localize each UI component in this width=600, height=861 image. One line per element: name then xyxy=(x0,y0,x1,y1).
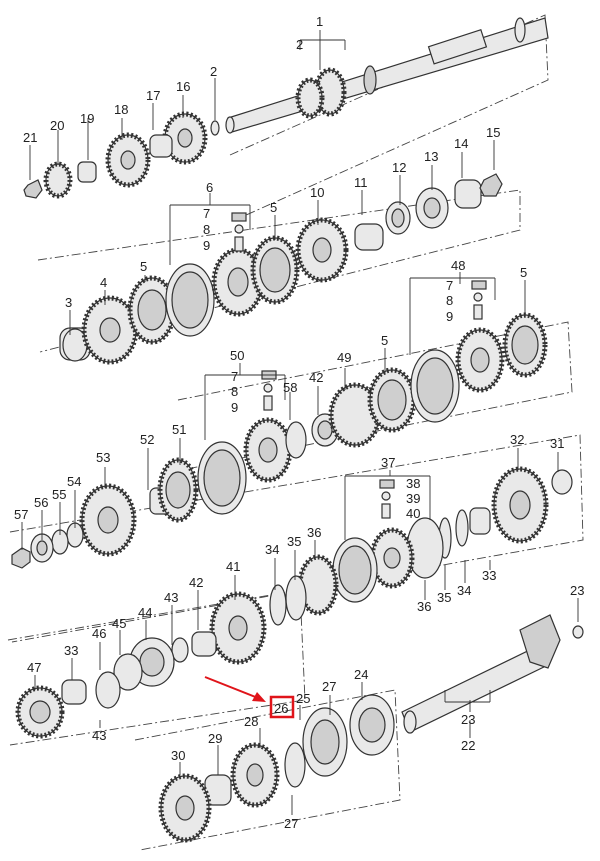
label-12: 12 xyxy=(392,160,406,175)
label-7a: 7 xyxy=(203,206,210,221)
label-6: 6 xyxy=(206,180,213,195)
label-37: 37 xyxy=(381,455,395,470)
part-labels: 1 2 2 16 17 18 19 20 21 6 7 8 9 5 10 11 … xyxy=(14,14,584,831)
label-54: 54 xyxy=(67,474,81,489)
group-frame-6 xyxy=(134,689,401,851)
label-10: 10 xyxy=(310,185,324,200)
label-5c: 5 xyxy=(520,265,527,280)
label-9a: 9 xyxy=(203,238,210,253)
label-5a: 5 xyxy=(270,200,277,215)
label-1: 1 xyxy=(316,14,323,29)
label-9c: 9 xyxy=(231,400,238,415)
label-21: 21 xyxy=(23,130,37,145)
highlight-callout xyxy=(204,676,295,719)
label-27a: 27 xyxy=(322,679,336,694)
label-28: 28 xyxy=(244,714,258,729)
label-24: 24 xyxy=(354,667,368,682)
label-36a: 36 xyxy=(417,599,431,614)
group-frame-3 xyxy=(177,321,573,471)
label-35a: 35 xyxy=(437,590,451,605)
label-38: 38 xyxy=(406,476,420,491)
label-44: 44 xyxy=(138,605,152,620)
label-29: 29 xyxy=(208,731,222,746)
label-4: 4 xyxy=(100,275,107,290)
label-22: 22 xyxy=(461,738,475,753)
label-3: 3 xyxy=(65,295,72,310)
group-frame-5 xyxy=(7,589,306,746)
label-30: 30 xyxy=(171,748,185,763)
label-19: 19 xyxy=(80,111,94,126)
input-shaft xyxy=(225,17,549,134)
label-8a: 8 xyxy=(203,222,210,237)
label-42b: 42 xyxy=(189,575,203,590)
label-46: 46 xyxy=(92,626,106,641)
group-frame-2 xyxy=(37,189,521,353)
label-39: 39 xyxy=(406,491,420,506)
label-57: 57 xyxy=(14,507,28,522)
label-26-highlighted: 26 xyxy=(274,701,288,716)
label-5b: 5 xyxy=(140,259,147,274)
label-47: 47 xyxy=(27,660,41,675)
label-8b: 8 xyxy=(446,293,453,308)
label-40: 40 xyxy=(406,506,420,521)
output-shaft xyxy=(401,614,584,734)
label-7c: 7 xyxy=(231,369,238,384)
label-16: 16 xyxy=(176,79,190,94)
label-33a: 33 xyxy=(482,568,496,583)
label-41: 41 xyxy=(226,559,240,574)
label-35b: 35 xyxy=(287,534,301,549)
label-42a: 42 xyxy=(309,370,323,385)
label-49: 49 xyxy=(337,350,351,365)
label-31: 31 xyxy=(550,436,564,451)
row2-parts xyxy=(59,173,503,365)
label-20: 20 xyxy=(50,118,64,133)
label-11: 11 xyxy=(354,175,368,190)
row3-left-parts xyxy=(11,483,137,569)
label-13: 13 xyxy=(424,149,438,164)
label-23a: 23 xyxy=(570,583,584,598)
label-52: 52 xyxy=(140,432,154,447)
label-48: 48 xyxy=(451,258,465,273)
label-45: 45 xyxy=(112,616,126,631)
label-53: 53 xyxy=(96,450,110,465)
row5-parts xyxy=(158,694,395,843)
highlight-box xyxy=(269,695,295,719)
label-2b: 2 xyxy=(210,64,217,79)
label-43b: 43 xyxy=(92,728,106,743)
label-9b: 9 xyxy=(446,309,453,324)
label-34b: 34 xyxy=(265,542,279,557)
leader-lines xyxy=(21,30,579,815)
label-43a: 43 xyxy=(164,590,178,605)
label-17: 17 xyxy=(146,88,160,103)
label-8c: 8 xyxy=(231,384,238,399)
label-33b: 33 xyxy=(64,643,78,658)
label-5d: 5 xyxy=(381,333,388,348)
label-18: 18 xyxy=(114,102,128,117)
label-23b: 23 xyxy=(461,712,475,727)
row3-parts xyxy=(149,280,548,523)
label-15: 15 xyxy=(486,125,500,140)
highlight-arrow xyxy=(204,676,259,699)
label-34a: 34 xyxy=(457,583,471,598)
label-7b: 7 xyxy=(446,278,453,293)
label-2: 2 xyxy=(296,37,303,52)
label-56: 56 xyxy=(34,495,48,510)
row4-parts xyxy=(15,466,573,739)
label-50: 50 xyxy=(230,348,244,363)
label-36b: 36 xyxy=(307,525,321,540)
label-51: 51 xyxy=(172,422,186,437)
label-27b: 27 xyxy=(284,816,298,831)
label-32: 32 xyxy=(510,432,524,447)
small-parts-row1 xyxy=(23,111,220,199)
highlight-arrow-head xyxy=(252,692,266,702)
label-14: 14 xyxy=(454,136,468,151)
label-55: 55 xyxy=(52,487,66,502)
label-25: 25 xyxy=(296,691,310,706)
label-58: 58 xyxy=(283,380,297,395)
